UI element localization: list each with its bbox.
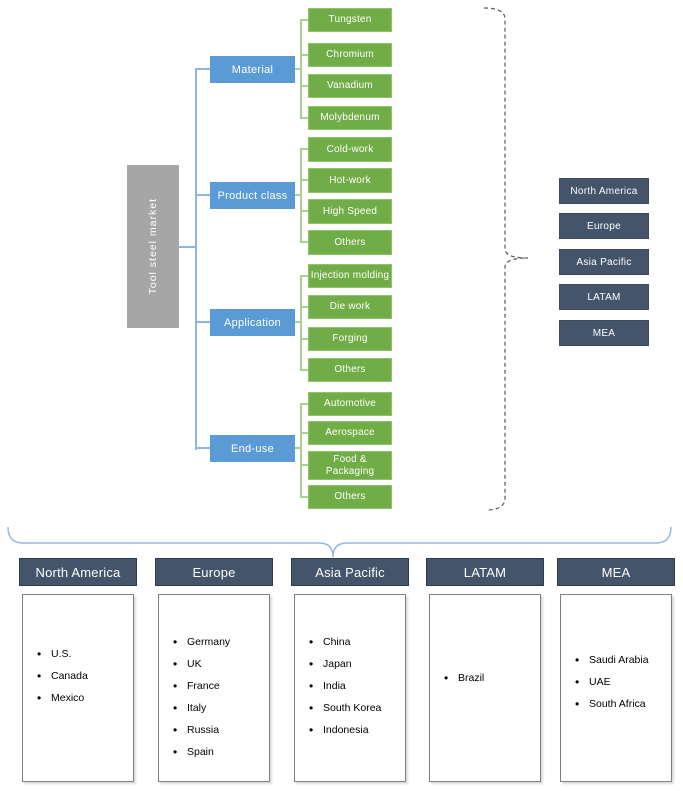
connector-leaf-stub xyxy=(300,403,308,405)
connector-leaf-stub xyxy=(300,241,308,243)
connector-branch-stub xyxy=(196,194,210,196)
dashed-brace xyxy=(483,7,529,511)
leaf-hot-work: Hot-work xyxy=(308,168,392,193)
leaf-injection-molding: Injection molding xyxy=(308,264,392,288)
branch-product-class: Product class xyxy=(210,182,295,209)
connector-root-stub xyxy=(178,246,196,248)
connector-leaf-stub xyxy=(300,432,308,434)
country-item: Italy xyxy=(173,697,265,719)
branch-application: Application xyxy=(210,309,295,336)
leaf-others-product: Others xyxy=(308,230,392,255)
country-item: Brazil xyxy=(444,667,536,689)
region-header-north-america: North America xyxy=(19,558,137,586)
region-header-europe: Europe xyxy=(155,558,273,586)
country-item: Saudi Arabia xyxy=(575,649,667,671)
leaf-aerospace: Aerospace xyxy=(308,421,392,445)
connector-group-line xyxy=(300,275,302,371)
branch-material: Material xyxy=(210,56,295,83)
country-list-mea: Saudi Arabia UAE South Africa xyxy=(560,594,672,782)
leaf-molybdenum: Molybdenum xyxy=(308,106,392,130)
connector-leaf-stub xyxy=(300,496,308,498)
country-item: China xyxy=(309,631,401,653)
country-item: Russia xyxy=(173,719,265,741)
connector-feeder xyxy=(295,194,302,196)
bottom-brace xyxy=(7,526,672,558)
region-chip-asia-pacific: Asia Pacific xyxy=(559,249,649,275)
connector-leaf-stub xyxy=(300,85,308,87)
region-chip-latam: LATAM xyxy=(559,284,649,310)
country-item: South Korea xyxy=(309,697,401,719)
connector-leaf-stub xyxy=(300,210,308,212)
connector-spine xyxy=(195,68,197,450)
country-list-north-america: U.S. Canada Mexico xyxy=(22,594,134,782)
region-header-mea: MEA xyxy=(557,558,675,586)
root-node: Tool steel market xyxy=(127,165,179,328)
region-header-latam: LATAM xyxy=(426,558,544,586)
connector-leaf-stub xyxy=(300,275,308,277)
connector-leaf-stub xyxy=(300,369,308,371)
leaf-high-speed: High Speed xyxy=(308,199,392,224)
connector-leaf-stub xyxy=(300,117,308,119)
region-header-asia-pacific: Asia Pacific xyxy=(291,558,409,586)
region-chip-mea: MEA xyxy=(559,320,649,346)
connector-group-line xyxy=(300,148,302,243)
connector-leaf-stub xyxy=(300,148,308,150)
connector-leaf-stub xyxy=(300,464,308,466)
connector-leaf-stub xyxy=(300,54,308,56)
branch-end-use: End-use xyxy=(210,435,295,462)
leaf-forging: Forging xyxy=(308,327,392,351)
region-chip-north-america: North America xyxy=(559,178,649,204)
country-item: India xyxy=(309,675,401,697)
connector-branch-stub xyxy=(196,68,210,70)
country-item: Indonesia xyxy=(309,719,401,741)
country-item: UK xyxy=(173,653,265,675)
leaf-others-application: Others xyxy=(308,358,392,382)
leaf-cold-work: Cold-work xyxy=(308,137,392,162)
connector-feeder xyxy=(295,68,302,70)
connector-branch-stub xyxy=(196,447,210,449)
country-item: Spain xyxy=(173,741,265,763)
country-item: Germany xyxy=(173,631,265,653)
connector-group-line xyxy=(300,403,302,498)
leaf-automotive: Automotive xyxy=(308,392,392,416)
connector-leaf-stub xyxy=(300,306,308,308)
leaf-others-end-use: Others xyxy=(308,485,392,509)
country-item: Canada xyxy=(37,665,129,687)
country-item: U.S. xyxy=(37,643,129,665)
connector-feeder xyxy=(295,321,302,323)
leaf-tungsten: Tungsten xyxy=(308,8,392,32)
country-item: South Africa xyxy=(575,693,667,715)
country-item: France xyxy=(173,675,265,697)
country-item: Mexico xyxy=(37,687,129,709)
country-item: Japan xyxy=(309,653,401,675)
country-list-latam: Brazil xyxy=(429,594,541,782)
country-list-asia-pacific: China Japan India South Korea Indonesia xyxy=(294,594,406,782)
leaf-food-packaging: Food & Packaging xyxy=(308,451,392,480)
leaf-chromium: Chromium xyxy=(308,43,392,67)
connector-leaf-stub xyxy=(300,19,308,21)
connector-leaf-stub xyxy=(300,179,308,181)
region-chip-europe: Europe xyxy=(559,213,649,239)
country-item: UAE xyxy=(575,671,667,693)
country-list-europe: Germany UK France Italy Russia Spain xyxy=(158,594,270,782)
leaf-vanadium: Vanadium xyxy=(308,74,392,98)
connector-feeder xyxy=(295,447,302,449)
connector-leaf-stub xyxy=(300,338,308,340)
connector-branch-stub xyxy=(196,321,210,323)
root-label: Tool steel market xyxy=(147,198,159,295)
leaf-die-work: Die work xyxy=(308,295,392,319)
connector-group-line xyxy=(300,19,302,119)
